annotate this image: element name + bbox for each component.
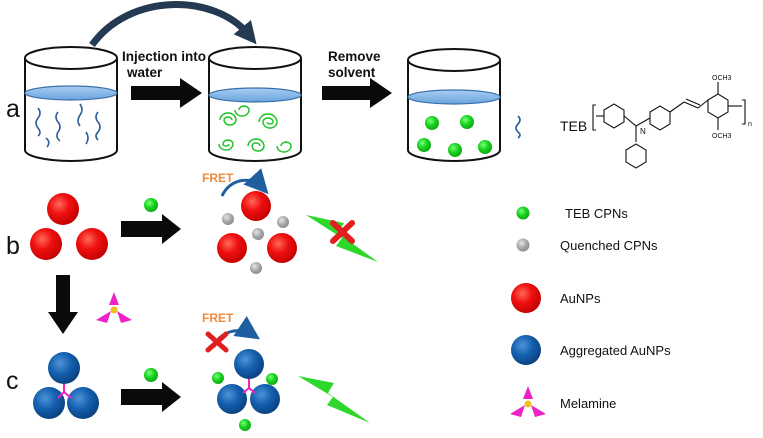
legend-melamine-label: Melamine [560,396,616,411]
cpn-dot-c [144,368,158,382]
addition-arrow-b [121,214,181,244]
legend: TEB CPNs Quenched CPNs AuNPs Aggregated … [510,206,671,417]
legend-quenched-cpns-label: Quenched CPNs [560,238,658,253]
aggregated-aunps-c [33,352,99,419]
legend-aggregated-aunps-label: Aggregated AuNPs [560,343,671,358]
panel-label-b: b [6,232,20,260]
fret-blocked-icon [205,331,229,353]
beaker-coiled-chains [208,46,302,162]
structure-och3-bottom: OCH3 [712,133,732,140]
fluorescence-bolt-icon [298,376,370,423]
fluorescence-bolt-quenched-icon [306,215,378,262]
dispersed-aunps-b [30,193,108,260]
remove-solvent-arrow [322,78,392,108]
cpn-dot-b [144,198,158,212]
fret-cluster-b [217,191,297,274]
aggregate-with-free-cpns-c [212,349,280,431]
melamine-icon [96,292,132,323]
remove-label-line1: Remove [328,49,381,64]
fret-label-c: FRET [202,311,234,325]
injection-label-line2: water [126,65,163,80]
injection-label-line1: Injection into [122,49,206,64]
legend-aggregated-aunps-icon [511,335,541,365]
legend-teb-cpns-icon [516,206,530,220]
structure-nitrogen: N [640,127,646,136]
structure-och3-top: OCH3 [712,75,732,82]
panel-label-c: c [6,367,19,395]
melamine-addition-arrow [48,275,78,334]
coiled-polymer-nanoparticles [218,105,292,153]
teb-chemical-structure [592,82,746,169]
structure-subscript-n: n [748,121,752,128]
teb-label: TEB [560,118,587,134]
legend-aunps-label: AuNPs [560,291,601,306]
fret-arrow-b [220,168,269,197]
panel-label-a: a [6,95,20,123]
beaker-teb-solution [24,46,118,162]
fret-label-b: FRET [202,171,234,185]
remove-label-line2: solvent [328,65,376,80]
legend-melamine-icon [510,386,546,417]
addition-arrow-c [121,382,181,412]
injection-arrow [131,78,202,108]
legend-aunps-icon [511,283,541,313]
beaker-teb-cpns [407,48,501,162]
curved-transfer-arrow [89,1,257,48]
legend-teb-cpns-label: TEB CPNs [565,206,628,221]
teb-chain-icon [515,115,521,139]
teb-chains [35,103,101,148]
legend-quenched-cpns-icon [516,238,530,252]
